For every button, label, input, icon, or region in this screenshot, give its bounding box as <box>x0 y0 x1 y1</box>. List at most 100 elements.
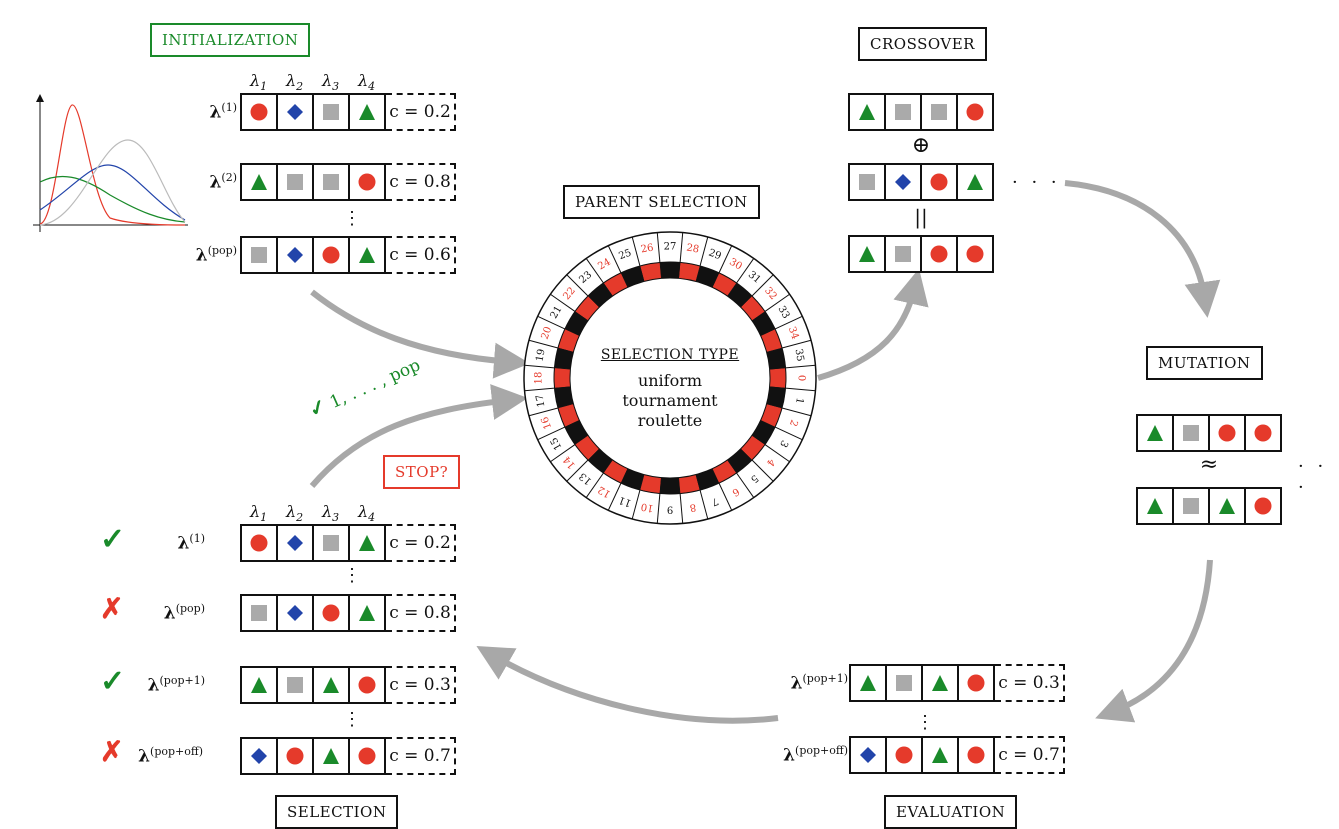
gene-cell <box>348 666 386 704</box>
wheel-divider <box>607 482 622 511</box>
selection-chromosome: c = 0.7 <box>240 737 456 775</box>
gene-cell <box>240 163 278 201</box>
crossover-equals: || <box>914 205 928 229</box>
wheel-divider <box>656 232 661 263</box>
evaluation-label: EVALUATION <box>884 795 1018 829</box>
gene-cell <box>348 737 386 775</box>
gene-cell <box>920 235 958 273</box>
triangle-gene-icon <box>1219 498 1235 514</box>
gene-cell <box>920 93 958 131</box>
gene-header: λ4 <box>358 71 376 94</box>
individual-index: (pop) <box>207 244 237 257</box>
gene-index: 3 <box>332 80 340 94</box>
individual-index: (pop+off) <box>795 744 848 757</box>
gene-cell <box>276 236 314 274</box>
selection-chromosome: c = 0.3 <box>240 666 456 704</box>
gene-index: 4 <box>368 511 376 525</box>
gene-cell <box>848 235 886 273</box>
gene-cell <box>348 236 386 274</box>
gene-header: λ4 <box>358 502 376 525</box>
wheel-divider <box>566 459 589 482</box>
arrow-mutation-to-evaluation <box>1095 559 1213 723</box>
wheel-number: 3 <box>777 438 790 449</box>
cost-value: c = 0.6 <box>386 236 456 274</box>
wheel-pocket <box>659 261 681 279</box>
wheel-pocket <box>659 477 681 495</box>
circle-gene-icon <box>322 246 340 264</box>
selection-chromosome: c = 0.8 <box>240 594 456 632</box>
gene-cell <box>276 737 314 775</box>
triangle-gene-icon <box>1147 498 1163 514</box>
wheel-number: 35 <box>792 348 805 362</box>
gene-cell <box>1208 414 1246 452</box>
gene-header: λ1 <box>250 71 268 94</box>
wheel-number: 1 <box>793 397 805 405</box>
init-vdots: ⋮ <box>343 208 361 229</box>
gene-index: 1 <box>260 80 268 94</box>
wheel-divider <box>736 258 755 284</box>
gene-cell <box>240 236 278 274</box>
circle-gene-icon <box>966 245 984 263</box>
triangle-gene-icon <box>859 246 875 262</box>
square-gene-icon <box>251 605 267 621</box>
gene-cell <box>956 93 994 131</box>
triangle-gene-icon <box>359 605 375 621</box>
individual-symbol: λ <box>195 245 208 266</box>
gene-cell <box>849 736 887 774</box>
diamond-gene-icon <box>287 535 303 551</box>
selection-individual-label: λ(pop+off) <box>138 745 203 767</box>
gene-cell <box>1136 414 1174 452</box>
cost-value: c = 0.3 <box>386 666 456 704</box>
individual-symbol: λ <box>177 533 190 554</box>
gene-cell <box>348 594 386 632</box>
diamond-gene-icon <box>287 605 303 621</box>
gene-cell <box>849 664 887 702</box>
wheel-divider <box>751 459 774 482</box>
diamond-gene-icon <box>860 747 876 763</box>
wheel-divider <box>699 489 709 520</box>
wheel-divider <box>785 387 816 392</box>
wheel-divider <box>781 339 812 349</box>
init-individual-label: λ(1) <box>209 101 237 123</box>
wheel-divider <box>774 426 803 441</box>
gene-cell <box>240 737 278 775</box>
wheel-divider <box>781 407 812 417</box>
individual-symbol: λ <box>163 603 176 624</box>
wheel-divider <box>537 315 566 330</box>
wheel-divider <box>607 245 622 274</box>
wheel-pocket <box>553 367 571 389</box>
individual-symbol: λ <box>209 172 222 193</box>
evaluation-vdots: ⋮ <box>916 712 934 733</box>
gene-cell <box>312 666 350 704</box>
selection-option-uniform: uniform <box>637 371 703 390</box>
rejected-cross-icon: ✗ <box>100 735 124 768</box>
wheel-pocket <box>769 367 787 389</box>
gene-cell <box>1172 414 1210 452</box>
gene-cell <box>240 594 278 632</box>
square-gene-icon <box>287 677 303 693</box>
wheel-divider <box>764 293 790 312</box>
wheel-divider <box>631 489 641 520</box>
square-gene-icon <box>895 246 911 262</box>
wheel-number: 26 <box>640 242 654 255</box>
square-gene-icon <box>1183 498 1199 514</box>
circle-gene-icon <box>930 173 948 191</box>
gene-cell <box>276 524 314 562</box>
gene-cell <box>312 737 350 775</box>
circle-gene-icon <box>358 173 376 191</box>
circle-gene-icon <box>358 676 376 694</box>
diamond-gene-icon <box>287 247 303 263</box>
gene-cell <box>885 664 923 702</box>
gene-cell <box>240 666 278 704</box>
triangle-gene-icon <box>323 677 339 693</box>
gene-index: 1 <box>260 511 268 525</box>
gene-header: λ1 <box>250 502 268 525</box>
arrow-init-to-selection <box>310 289 530 379</box>
mutation-chromosome <box>1136 487 1282 525</box>
wheel-divider <box>764 444 790 463</box>
wheel-number: 9 <box>667 504 673 515</box>
circle-gene-icon <box>358 747 376 765</box>
individual-index: (pop+1) <box>802 672 848 685</box>
wheel-divider <box>718 482 733 511</box>
